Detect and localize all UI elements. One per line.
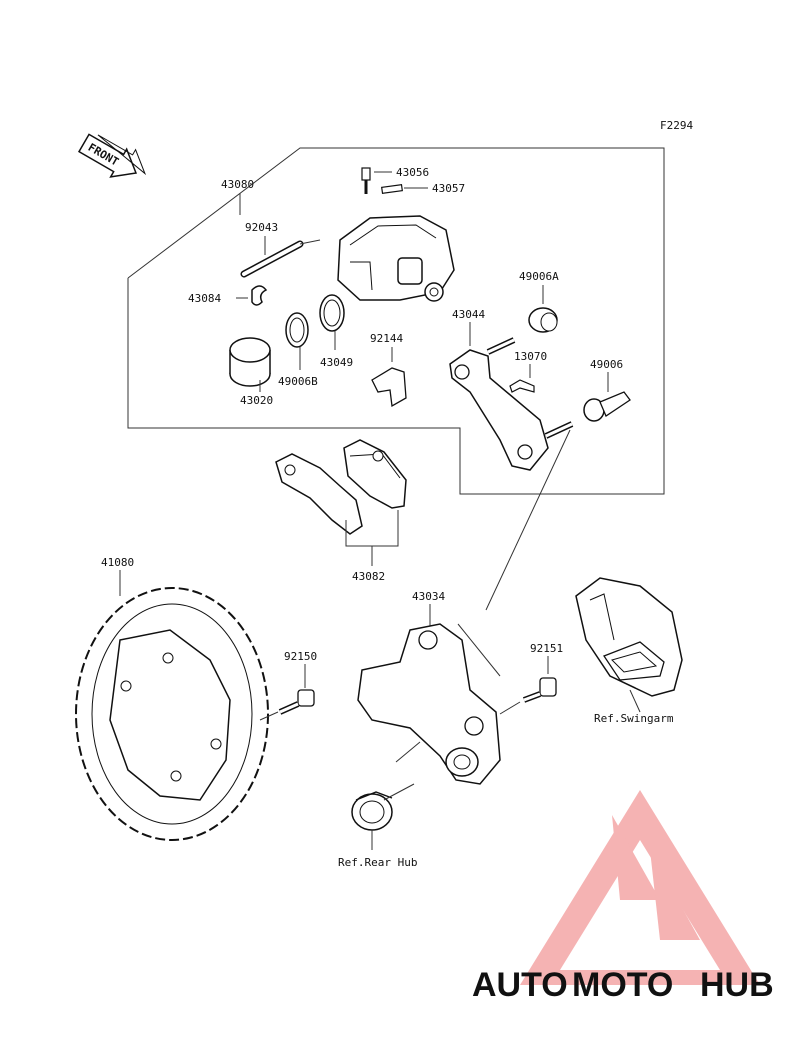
- caliper-body: [337, 215, 455, 302]
- label-92150: 92150: [284, 650, 317, 663]
- label-49006A: 49006A: [519, 270, 559, 283]
- seal-43049: [319, 294, 345, 332]
- label-43034: 43034: [412, 590, 445, 603]
- watermark-moto: MOTO: [572, 966, 673, 1004]
- label-43044: 43044: [452, 308, 485, 321]
- label-92151: 92151: [530, 642, 563, 655]
- front-arrow: FRONT: [77, 133, 147, 178]
- caliper-bracket-43034: [357, 623, 501, 785]
- piston-43020: [229, 337, 271, 387]
- label-13070: 13070: [514, 350, 547, 363]
- label-92144: 92144: [370, 332, 403, 345]
- caliper-assembly-outline: [127, 147, 665, 495]
- label-92043: 92043: [245, 221, 278, 234]
- watermark-logo: [520, 790, 760, 985]
- swingarm-ref-part: [575, 577, 683, 697]
- label-43049: 43049: [320, 356, 353, 369]
- watermark-hub: HUB: [700, 966, 774, 1004]
- label-43056: 43056: [396, 166, 429, 179]
- label-43057: 43057: [432, 182, 465, 195]
- bracket-43044: [449, 337, 574, 471]
- spring-92144: [371, 367, 407, 408]
- label-43082: 43082: [352, 570, 385, 583]
- label-ref-swingarm: Ref.Swingarm: [594, 712, 674, 725]
- rear-hub-collar: [351, 791, 393, 831]
- bleed-screw-43056: [361, 167, 371, 194]
- seal-49006B: [285, 312, 309, 348]
- pin-92043: [240, 239, 321, 278]
- brake-disc-41080: [75, 587, 269, 841]
- label-41080: 41080: [101, 556, 134, 569]
- cap-43057: [381, 183, 403, 195]
- label-43084: 43084: [188, 292, 221, 305]
- boot-49006A: [528, 307, 558, 333]
- bolt-92151: [522, 677, 557, 703]
- label-49006B: 49006B: [278, 375, 318, 388]
- brake-pads-43082: [275, 439, 407, 535]
- boot-49006: [583, 391, 631, 422]
- bolt-92150: [278, 689, 315, 715]
- label-ref-rear-hub: Ref.Rear Hub: [338, 856, 417, 869]
- watermark-auto: AUTO: [472, 966, 568, 1004]
- label-43080: 43080: [221, 178, 254, 191]
- clip-43084: [251, 285, 268, 306]
- figure-code: F2294: [660, 119, 693, 132]
- clip-13070: [509, 379, 535, 393]
- watermark-text: AUTO MOTO HUB: [472, 966, 774, 1004]
- label-49006: 49006: [590, 358, 623, 371]
- label-43020: 43020: [240, 394, 273, 407]
